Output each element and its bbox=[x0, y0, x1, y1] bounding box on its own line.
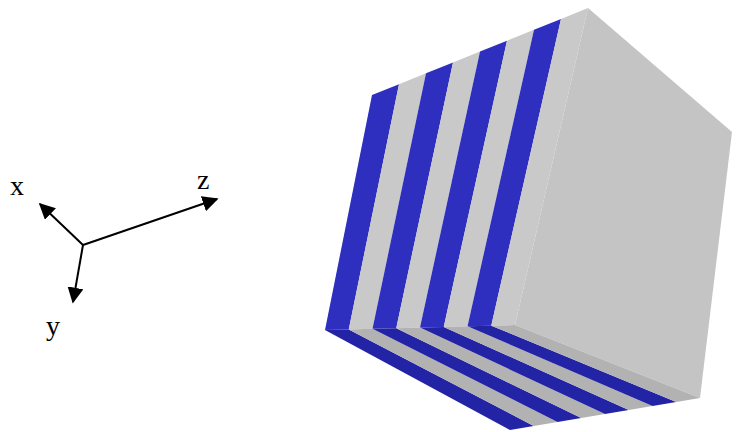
axis-triad bbox=[40, 199, 217, 302]
y-axis-arrow bbox=[73, 245, 83, 302]
axis-label: z bbox=[197, 166, 209, 194]
axis-label: x bbox=[10, 172, 24, 200]
axis-label: y bbox=[46, 312, 60, 340]
side-stripe bbox=[491, 8, 588, 326]
z-axis-arrow bbox=[83, 199, 217, 245]
x-axis-arrow bbox=[40, 204, 83, 245]
bottom-stripe bbox=[468, 326, 677, 406]
striped-cube bbox=[325, 8, 732, 430]
bottom-stripe bbox=[491, 325, 700, 402]
